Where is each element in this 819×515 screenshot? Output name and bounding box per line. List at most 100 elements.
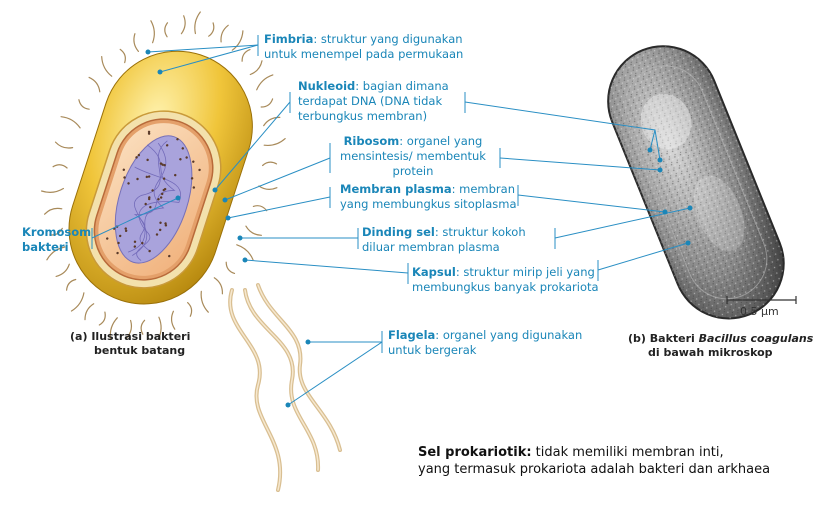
ribosome-dot bbox=[161, 163, 164, 166]
ribosome-dot bbox=[159, 221, 162, 224]
fimbria-hair bbox=[164, 22, 169, 38]
ribosome-dot bbox=[124, 229, 128, 233]
footer-term: Sel prokariotik: bbox=[418, 445, 532, 460]
fimbria-hair bbox=[60, 116, 81, 129]
ribosome-dot bbox=[185, 156, 188, 159]
ribosome-dot bbox=[148, 196, 151, 199]
flagella bbox=[228, 283, 342, 492]
fimbria-hair bbox=[133, 33, 139, 52]
ribosome-dot bbox=[179, 158, 182, 161]
ribosome-dot bbox=[147, 175, 151, 178]
ribosome-dot bbox=[192, 186, 196, 189]
fimbria-hair bbox=[41, 187, 64, 193]
ribosome-dot bbox=[146, 158, 149, 162]
term-nukleoid: Nukleoid bbox=[298, 79, 356, 93]
ribosome-dot bbox=[162, 177, 166, 180]
bacterium-illustration bbox=[68, 50, 253, 305]
footer-definition: Sel prokariotik: tidak memiliki membran … bbox=[418, 445, 771, 477]
label-fimbria: Fimbria: struktur yang digunakan untuk m… bbox=[264, 32, 464, 61]
fimbria-hair bbox=[180, 15, 186, 35]
ribosome-dot bbox=[137, 153, 141, 157]
label-flagela: Flagela: organel yang digunakan untuk be… bbox=[388, 328, 583, 357]
fimbria-hair bbox=[98, 311, 106, 326]
ribosome-dot bbox=[163, 187, 167, 191]
ribosome-dot bbox=[106, 237, 109, 240]
fimbria-hair bbox=[44, 207, 63, 215]
ribosome-dot bbox=[159, 196, 163, 199]
fimbria-hair bbox=[213, 277, 224, 295]
fimbria-hair bbox=[126, 319, 133, 339]
ribosome-dot bbox=[174, 173, 177, 177]
fimbria-hair bbox=[225, 261, 236, 274]
ribosome-dot bbox=[133, 245, 137, 248]
term-ribosom: Ribosom bbox=[343, 134, 400, 148]
ribosome-dot bbox=[163, 163, 166, 167]
fimbria-hair bbox=[46, 246, 66, 261]
ribosome-dot bbox=[151, 189, 154, 192]
ribosome-dot bbox=[117, 241, 120, 245]
fimbriae bbox=[41, 11, 286, 340]
fimbria-hair bbox=[84, 303, 95, 321]
fimbria-hair bbox=[170, 310, 176, 330]
fimbria-hair bbox=[140, 319, 146, 335]
fimbria-hair bbox=[262, 161, 278, 167]
ribosome-dot bbox=[192, 160, 195, 163]
term-flagela: Flagela bbox=[388, 328, 436, 342]
fimbria-hair bbox=[55, 263, 70, 277]
label-kapsul: Kapsul: struktur mirip jeli yang membung… bbox=[412, 265, 599, 294]
fimbria-hair bbox=[157, 316, 162, 340]
fimbria-hair bbox=[88, 76, 101, 93]
fimbria-hair bbox=[187, 302, 193, 317]
micrograph-bacillus bbox=[607, 45, 785, 320]
flagellum-3 bbox=[256, 283, 342, 452]
ribosome-dot bbox=[164, 222, 167, 225]
caption-a: (a) Ilustrasi bakteri bentuk batang bbox=[70, 330, 191, 357]
fimbria-hair bbox=[231, 30, 244, 51]
term-dinding-sel: Dinding sel bbox=[362, 225, 435, 239]
ribosome-dot bbox=[122, 168, 126, 171]
fimbria-hair bbox=[263, 138, 286, 147]
fimbria-hair bbox=[245, 225, 262, 236]
ribosome-dot bbox=[159, 228, 162, 232]
term-kapsul: Kapsul bbox=[412, 265, 456, 279]
ribosome-dot bbox=[123, 176, 126, 179]
fimbria-hair bbox=[194, 11, 201, 35]
ribosome-dot bbox=[148, 249, 151, 253]
fimbria-hair bbox=[256, 74, 274, 91]
ribosome-dot bbox=[133, 240, 137, 243]
nucleoid-dna bbox=[127, 140, 182, 261]
fimbria-hair bbox=[258, 185, 278, 190]
ribosomes bbox=[106, 130, 201, 258]
ribosome-dot bbox=[147, 130, 151, 134]
ribosome-dot bbox=[164, 224, 168, 227]
fimbria-hair bbox=[54, 141, 74, 149]
label-membran-plasma: Membran plasma: membran yang membungkus … bbox=[340, 182, 517, 211]
fimbria-hair bbox=[66, 278, 77, 291]
fimbria-hair bbox=[150, 20, 155, 44]
fimbria-hair bbox=[200, 290, 209, 313]
ribosome-dot bbox=[149, 205, 152, 209]
ribosome-dot bbox=[198, 168, 201, 172]
leader-lines bbox=[91, 35, 691, 406]
fimbria-hair bbox=[49, 227, 63, 236]
fimbria-hair bbox=[252, 205, 268, 212]
ribosome-dot bbox=[135, 156, 138, 159]
fimbria-hair bbox=[70, 292, 85, 312]
ribosome-dot bbox=[145, 175, 149, 179]
label-kromosom: Kromosom bakteri bbox=[22, 225, 92, 254]
fimbria-hair bbox=[52, 164, 68, 169]
ribosome-dot bbox=[190, 177, 194, 180]
term-fimbria: Fimbria bbox=[264, 32, 314, 46]
fimbria-hair bbox=[78, 99, 90, 110]
leader-dots bbox=[145, 49, 693, 408]
ribosome-dot bbox=[161, 192, 164, 196]
ribosome-dot bbox=[181, 147, 184, 150]
caption-b: (b) Bakteri Bacillus coagulans di bawah … bbox=[628, 332, 814, 359]
label-ribosom: Ribosom: organel yang mensintesis/ membe… bbox=[340, 134, 486, 178]
ribosome-dot bbox=[176, 137, 179, 141]
fimbria-hair bbox=[109, 317, 118, 340]
ribosome-dot bbox=[141, 241, 144, 245]
nucleoid bbox=[114, 135, 193, 264]
